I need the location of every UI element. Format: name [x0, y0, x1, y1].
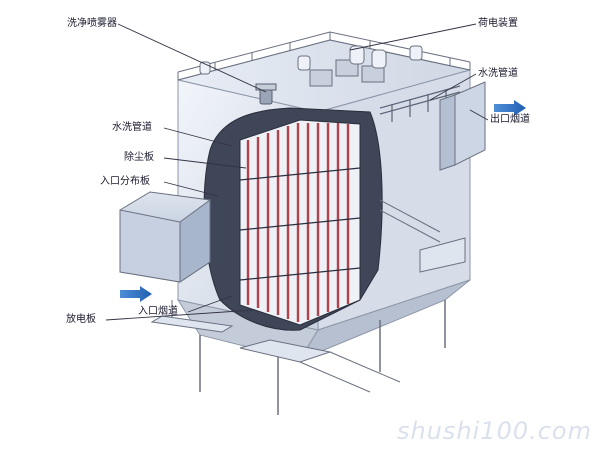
support-structure [199, 300, 446, 415]
label-dust-collecting-plate: 除尘板 [124, 152, 154, 163]
label-inlet-flue: 入口烟道 [138, 306, 178, 317]
outlet-duct [439, 81, 486, 171]
charging-device [199, 45, 423, 87]
gas-flow-arrows [120, 100, 526, 302]
label-charging-device: 荷电装置 [478, 18, 518, 29]
water-wash-pipes [379, 85, 461, 122]
label-inlet-distribution-plate: 入口分布板 [100, 176, 150, 187]
label-discharge-electrode: 放电板 [66, 314, 96, 325]
label-water-wash-pipe-right: 水洗管道 [478, 68, 518, 79]
label-outlet-flue: 出口烟道 [490, 114, 530, 125]
label-washer-sprayer: 洗净喷雾器 [67, 18, 117, 29]
label-water-wash-pipe-left: 水洗管道 [112, 122, 152, 133]
walkway-stairs [150, 199, 466, 393]
dust-collecting-plates [239, 119, 361, 326]
washer-sprayer [255, 83, 277, 105]
leader-lines [105, 23, 489, 321]
inlet-duct [119, 191, 211, 283]
roof-railing [177, 31, 471, 81]
watermark: shushi100.com [396, 417, 592, 445]
